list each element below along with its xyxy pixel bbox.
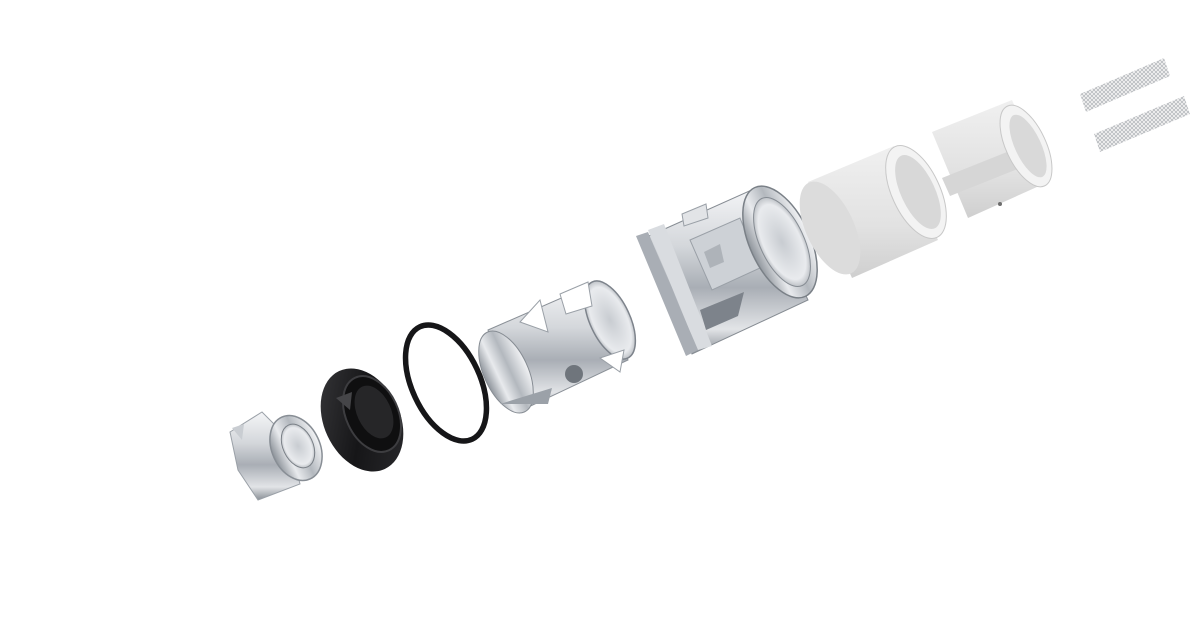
coil-housing-body (636, 185, 818, 356)
bottom-contact-pin (229, 411, 323, 501)
coil-base-cage (478, 280, 637, 414)
mesh-coil-strips (1080, 58, 1190, 152)
cotton-wick-cylinder (932, 100, 1053, 218)
o-ring-seal (402, 322, 490, 444)
insulator-ring (320, 368, 404, 472)
cotton-sleeve (799, 145, 947, 278)
